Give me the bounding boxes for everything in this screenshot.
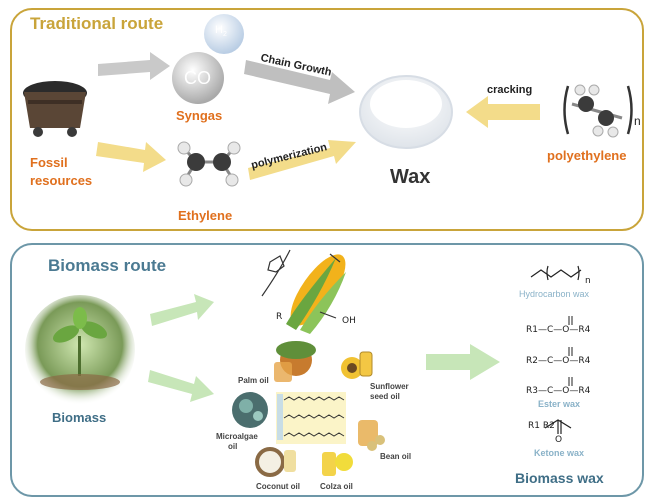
triglyceride-structure-icon	[276, 392, 346, 444]
ethylene-molecule-icon	[177, 141, 241, 187]
biomass-wax-label: Biomass wax	[515, 470, 604, 486]
polyethylene-label: polyethylene	[547, 148, 627, 163]
ketone-structure-icon	[544, 419, 572, 434]
hydrocarbon-wax-label: Hydrocarbon wax	[519, 289, 590, 299]
sunflower-oil-label: Sunflower	[370, 382, 409, 391]
ketone-oxygen: O	[555, 435, 563, 445]
biomass-to-corn-arrow-icon	[150, 294, 214, 326]
coconut-oil-icon	[255, 447, 296, 477]
corn-icon	[261, 249, 346, 334]
h2-label: H2	[215, 24, 227, 39]
cracking-arrow-icon	[466, 96, 540, 128]
polyethylene-molecule-icon	[563, 84, 633, 138]
ester-formula-2: R2—C—O—R4	[526, 356, 591, 366]
coal-cart-icon	[23, 81, 87, 137]
coconut-oil-label: Coconut oil	[256, 482, 300, 491]
fossil-label: Fossil	[30, 155, 68, 170]
wax-dish-icon	[359, 75, 453, 149]
co-label: CO	[184, 68, 211, 88]
fossil-to-syngas-arrow-icon	[98, 52, 170, 80]
bean-oil-label: Bean oil	[380, 452, 412, 461]
resources-label: resources	[30, 173, 93, 188]
ethylene-label: Ethylene	[178, 208, 233, 223]
biomass-to-oils-arrow-icon	[148, 370, 214, 402]
polymerization-arrow-icon	[248, 140, 356, 180]
wax-label: Wax	[390, 166, 431, 188]
microalgae-label: Microalgae	[216, 432, 258, 441]
corn-r-label: R	[276, 312, 283, 322]
sunflower-oil-icon	[341, 351, 373, 379]
ester-formula-3: R3—C—O—R4	[526, 386, 591, 396]
colza-oil-icon	[322, 452, 353, 476]
fossil-to-ethylene-arrow-icon	[96, 142, 166, 172]
oils-to-wax-arrow-icon	[426, 344, 500, 380]
microalgae-label-2: oil	[228, 442, 238, 451]
ketone-wax-label: Ketone wax	[534, 448, 585, 458]
microalgae-oil-icon	[232, 392, 268, 428]
sunflower-oil-label-2: seed oil	[370, 392, 400, 401]
co-sphere-icon	[172, 52, 224, 104]
bean-oil-icon	[358, 420, 385, 451]
h2-sphere-icon	[204, 14, 244, 54]
ester-wax-label: Ester wax	[538, 399, 581, 409]
traditional-route-panel	[10, 8, 644, 231]
palm-oil-icon	[274, 341, 316, 382]
polyethylene-repeat-n: n	[634, 114, 641, 128]
biomass-route-panel	[10, 243, 644, 497]
biomass-label: Biomass	[52, 410, 107, 425]
ester-carbonyl-icon	[568, 316, 573, 386]
hydrocarbon-chain-icon	[530, 265, 582, 281]
colza-oil-label: Colza oil	[320, 482, 353, 491]
palm-oil-label: Palm oil	[238, 376, 269, 385]
syngas-label: Syngas	[176, 108, 223, 123]
cracking-label: cracking	[487, 84, 533, 96]
ketone-formula: R1 R2	[528, 421, 555, 431]
chain-growth-arrow-icon	[244, 60, 355, 104]
corn-oh-label: OH	[342, 316, 356, 326]
biomass-route-title: Biomass route	[48, 256, 167, 275]
traditional-route-title: Traditional route	[30, 14, 164, 33]
plant-sprout-icon	[25, 295, 135, 405]
hydrocarbon-repeat-n: n	[585, 276, 591, 286]
ester-formula-1: R1—C—O—R4	[526, 325, 591, 335]
